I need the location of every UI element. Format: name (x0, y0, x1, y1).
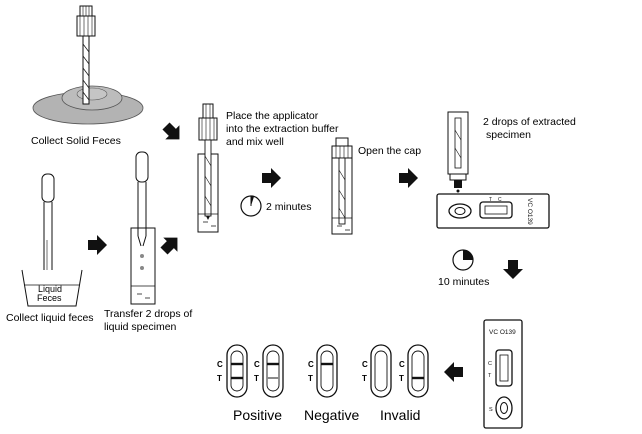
place-label-1: Place the applicator (226, 110, 319, 122)
place-label-3: and mix well (226, 136, 284, 148)
invalid2-t-label: T (399, 374, 404, 383)
timer-2min-label: 2 minutes (266, 201, 312, 213)
arrow-icon (88, 235, 107, 255)
open-cap-illustration (331, 137, 353, 235)
cassette-vertical-label: VC O139 (489, 329, 516, 336)
solid-feces-illustration (32, 5, 144, 125)
negative-t-label: T (308, 374, 313, 383)
liquid-feces-text-1: Liquid (38, 284, 62, 294)
arrow-icon (503, 260, 523, 279)
arrow-icon (399, 168, 418, 188)
transfer-label-2: liquid specimen (104, 321, 177, 333)
arrow-icon (158, 118, 187, 147)
cassette-c-mark: C (498, 197, 502, 203)
drops-label-1: 2 drops of extracted (483, 116, 576, 128)
arrow-icon (156, 230, 185, 259)
positive2-t-label: T (254, 374, 259, 383)
timer-10min-label: 10 minutes (438, 276, 489, 288)
open-cap-label: Open the cap (358, 145, 421, 157)
cassette-sample-well: S (489, 407, 493, 413)
result-negative-label: Negative (304, 407, 359, 423)
test-cassette-vertical: VC O139 C T S (483, 319, 523, 429)
arrow-icon (262, 168, 281, 188)
invalid-c-label: C (362, 360, 368, 369)
invalid2-c-label: C (399, 360, 405, 369)
positive-t-label: T (217, 374, 222, 383)
liquid-feces-text-2: Feces (37, 293, 62, 303)
transfer-label-1: Transfer 2 drops of (104, 308, 192, 320)
drops-label-2: specimen (486, 129, 531, 141)
extraction-tube-illustration (197, 103, 219, 233)
arrow-icon (444, 362, 463, 382)
collect-solid-label: Collect Solid Feces (31, 135, 121, 147)
result-positive-label: Positive (233, 407, 282, 423)
positive2-c-label: C (254, 360, 260, 369)
result-invalid-label: Invalid (380, 407, 420, 423)
positive-c-label: C (217, 360, 223, 369)
timer-icon (452, 249, 474, 271)
negative-c-label: C (308, 360, 314, 369)
cassette-t-mark: T (489, 197, 492, 203)
timer-icon (240, 195, 262, 217)
collect-liquid-label: Collect liquid feces (6, 312, 94, 324)
cassette-line-t: T (488, 373, 492, 379)
place-label-2: into the extraction buffer (226, 123, 339, 135)
cassette-line-c: C (488, 361, 492, 367)
invalid-t-label: T (362, 374, 367, 383)
test-cassette-horizontal: T C VC O139 (436, 193, 550, 229)
cassette-label: VC O139 (526, 198, 533, 225)
liquid-feces-illustration (21, 173, 83, 307)
transfer-illustration (130, 151, 156, 305)
dropping-tube-illustration (447, 111, 469, 193)
result-strips (226, 344, 429, 398)
